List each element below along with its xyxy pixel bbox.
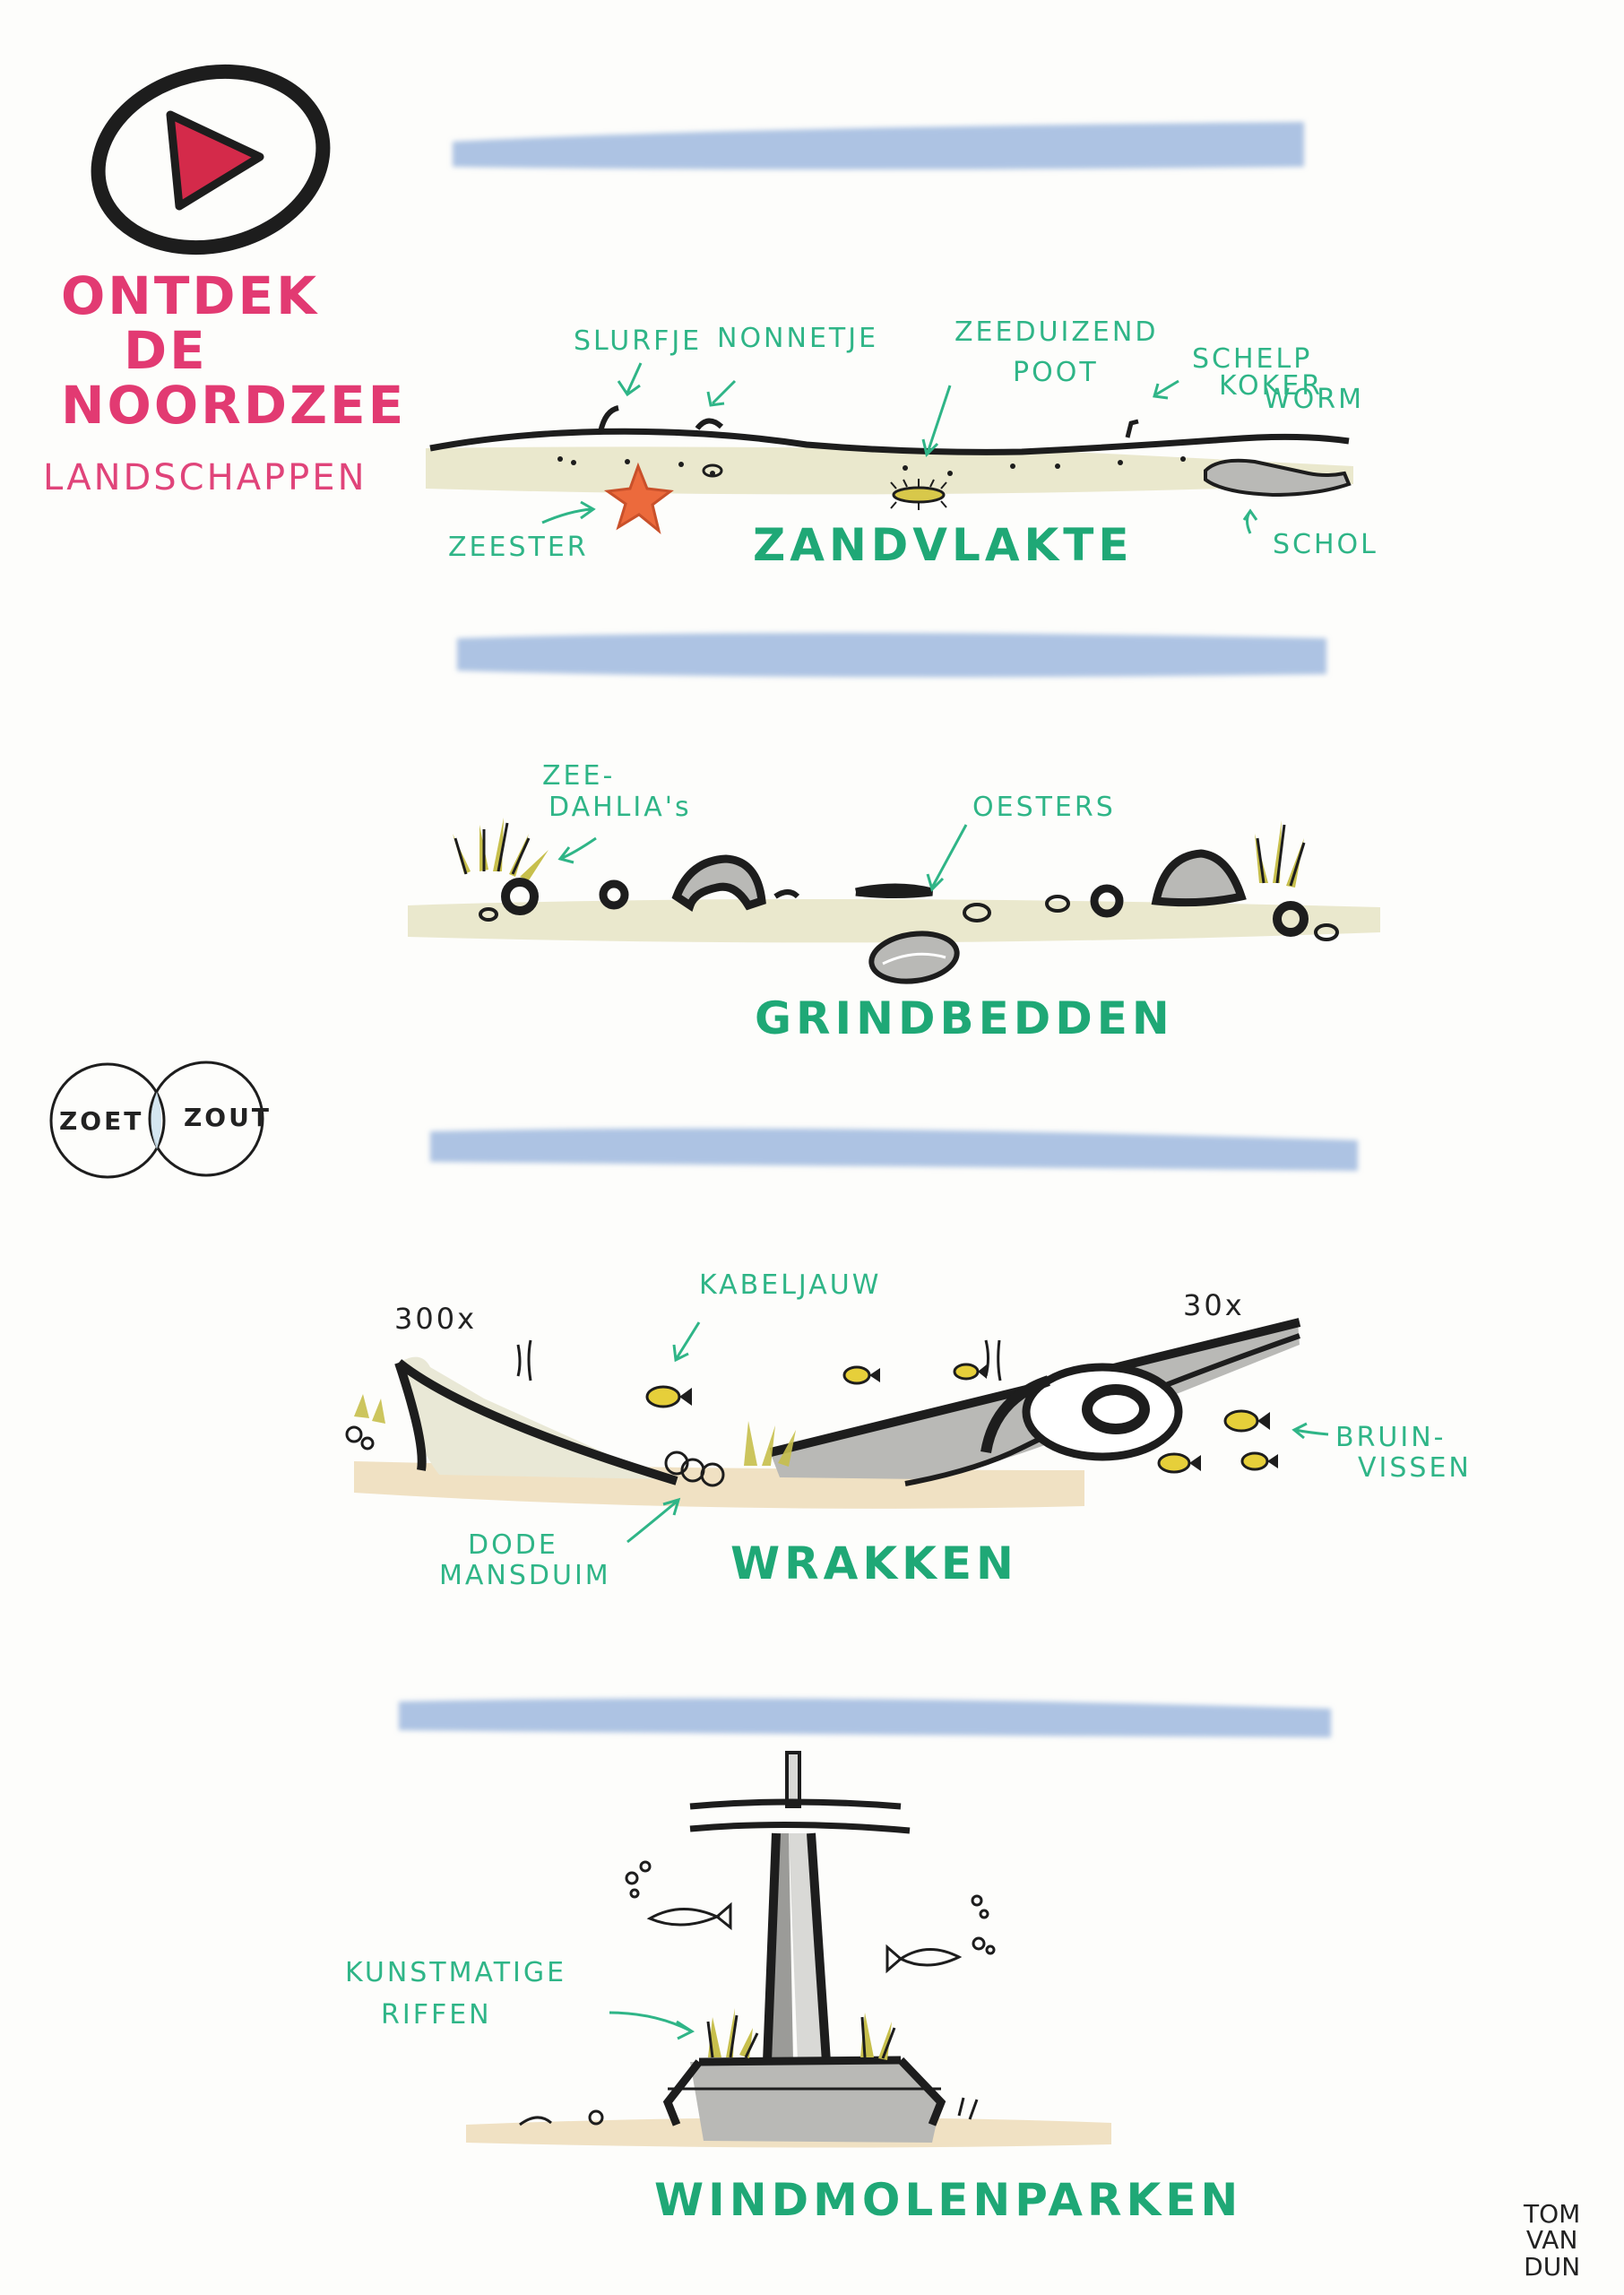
section-title-zandvlakte: ZANDVLAKTE xyxy=(753,519,1134,571)
label-count-left: 300x xyxy=(394,1302,478,1336)
venn-diagram xyxy=(49,1061,264,1179)
grindbedden-scene xyxy=(408,818,1380,984)
section-title-wrakken: WRAKKEN xyxy=(730,1537,1018,1589)
logo-play-icon xyxy=(91,64,331,255)
label-oesters: OESTERS xyxy=(972,792,1116,823)
label-zeester: ZEESTER xyxy=(448,532,589,563)
title-line-1: ONTDEK xyxy=(61,265,320,326)
section-title-grindbedden: GRINDBEDDEN xyxy=(755,992,1174,1044)
label-zeeduizendpoot-2: POOT xyxy=(1013,357,1099,388)
label-zeeduizendpoot-1: ZEEDUIZEND xyxy=(955,316,1159,348)
signature-line-2: VAN xyxy=(1525,2225,1578,2256)
title-line-3: NOORDZEE xyxy=(61,374,407,436)
zandvlakte-scene xyxy=(426,362,1353,534)
label-bruinvissen-2: VISSEN xyxy=(1358,1452,1472,1484)
label-slurfje: SLURFJE xyxy=(574,325,703,357)
label-dodemansduim-2: MANSDUIM xyxy=(439,1560,611,1591)
page-subtitle: LANDSCHAPPEN xyxy=(43,457,367,498)
label-count-right: 30x xyxy=(1183,1288,1245,1322)
venn-label-zoet: ZOET xyxy=(59,1106,144,1136)
venn-label-zout: ZOUT xyxy=(184,1103,272,1132)
label-schelpkokerworm-2: KOKER xyxy=(1219,370,1324,402)
section-title-windmolenparken: WINDMOLENPARKEN xyxy=(654,2174,1243,2226)
signature-line-1: TOM xyxy=(1524,2199,1581,2229)
label-kunstmatige-riffen-1: KUNSTMATIGE xyxy=(345,1957,567,1988)
page-title: ONTDEK DE NOORDZEE xyxy=(61,269,406,433)
label-zeedahlias-2: DAHLIA's xyxy=(549,792,692,823)
title-line-2: DE xyxy=(124,319,208,381)
windmolenparken-scene xyxy=(466,1751,1111,2148)
artist-signature: TOM VAN DUN xyxy=(1524,2199,1581,2282)
label-schol: SCHOL xyxy=(1273,529,1378,560)
label-nonnetje: NONNETJE xyxy=(717,323,879,354)
water-stripes xyxy=(399,122,1358,1737)
label-kabeljauw: KABELJAUW xyxy=(699,1269,882,1301)
label-bruinvissen-1: BRUIN- xyxy=(1335,1422,1447,1453)
label-schelpkokerworm-1: SCHELP xyxy=(1192,343,1313,375)
wrakken-scene xyxy=(345,1318,1329,1544)
label-schelpkokerworm-3: WORM xyxy=(1264,384,1365,415)
label-dodemansduim-1: DODE xyxy=(468,1529,558,1561)
label-zeedahlias-1: ZEE- xyxy=(542,760,616,792)
label-kunstmatige-riffen-2: RIFFEN xyxy=(381,1999,492,2031)
signature-line-3: DUN xyxy=(1524,2251,1581,2282)
